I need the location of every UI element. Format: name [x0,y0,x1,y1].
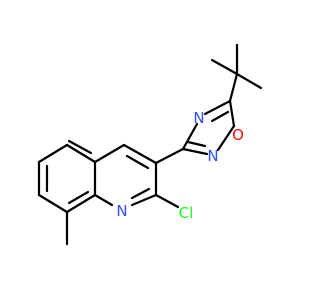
bond-c3-n4 [181,122,199,151]
bond-q8a-n1 [93,193,114,207]
bond-q4a-q5-double [67,139,93,155]
bond-n1-q2-double [130,187,151,200]
bond-q7-q8 [37,193,69,214]
bond-n2-c3 [181,147,209,156]
molecule-structure-canvas: O N N N Cl [37,43,263,246]
bond-tbu-4 [228,72,239,103]
bond-q3-q4-double [125,154,150,170]
bond-q4-q4a [93,143,126,164]
bond-c3-quinoline [154,147,185,165]
bond-n4-c5 [203,99,232,116]
bond-tbu-1 [210,58,239,76]
oxygen-atom-label: O [232,126,244,144]
nitrogen-atom-label-top: N [193,109,204,127]
nitrogen-atom-label-bottom: N [207,147,218,165]
bond-n1-q2 [130,193,158,207]
bond-q8-q8a-double [67,190,90,205]
bond-q5-q6 [37,143,69,164]
bond-q8-q8a [65,193,97,214]
chlorine-atom-label: Cl [179,204,194,222]
bond-o1-n2 [216,124,236,152]
bond-q3-q4 [122,143,158,165]
quinoline-nitrogen-atom-label: N [116,202,127,220]
bond-q4a-q5 [65,143,97,164]
bond-tbu-2 [235,72,263,90]
bond-n4-c5-double [210,110,230,123]
molecule-svg: O N N N Cl [37,43,263,246]
bond-c5-o1 [228,99,236,128]
bond-q2-cl [154,193,180,209]
bond-n2-c3-double [186,140,207,148]
